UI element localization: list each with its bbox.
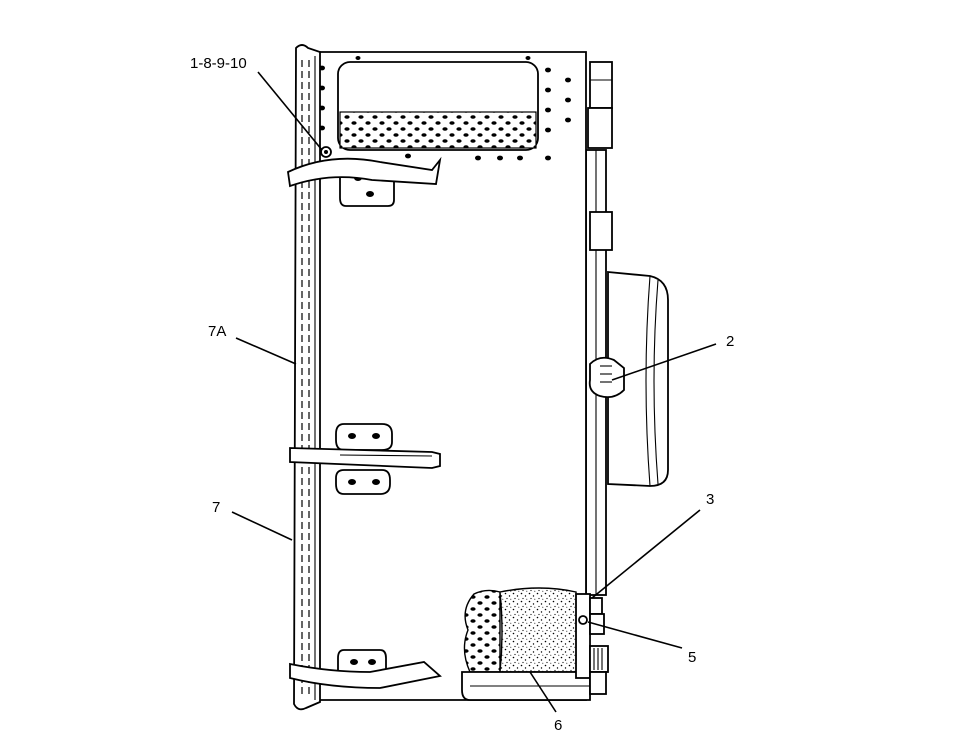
main-housing: [311, 51, 587, 701]
middle-latch: [289, 423, 441, 495]
callout-7: 7: [212, 499, 220, 516]
bottom-latch: [289, 649, 442, 689]
callout-7a: 7A: [208, 323, 226, 340]
callout-5: 5: [688, 649, 696, 666]
leader-lines: [231, 71, 717, 713]
callout-2: 2: [726, 333, 734, 350]
top-latch: [287, 146, 442, 207]
callout-6: 6: [554, 717, 562, 734]
bottom-right-fittings: [575, 593, 609, 695]
callout-labels: 1-8-9-10 7A 2 7 3 5 6: [190, 55, 734, 734]
callout-3: 3: [706, 491, 714, 508]
callout-1-8-9-10: 1-8-9-10: [190, 55, 247, 72]
filter-cutaway: [461, 587, 591, 701]
inspection-window: [337, 61, 539, 151]
outlet-tube: [607, 271, 669, 487]
left-tube: [293, 44, 321, 711]
top-right-fittings: [587, 61, 613, 149]
side-fitting: [588, 356, 625, 399]
